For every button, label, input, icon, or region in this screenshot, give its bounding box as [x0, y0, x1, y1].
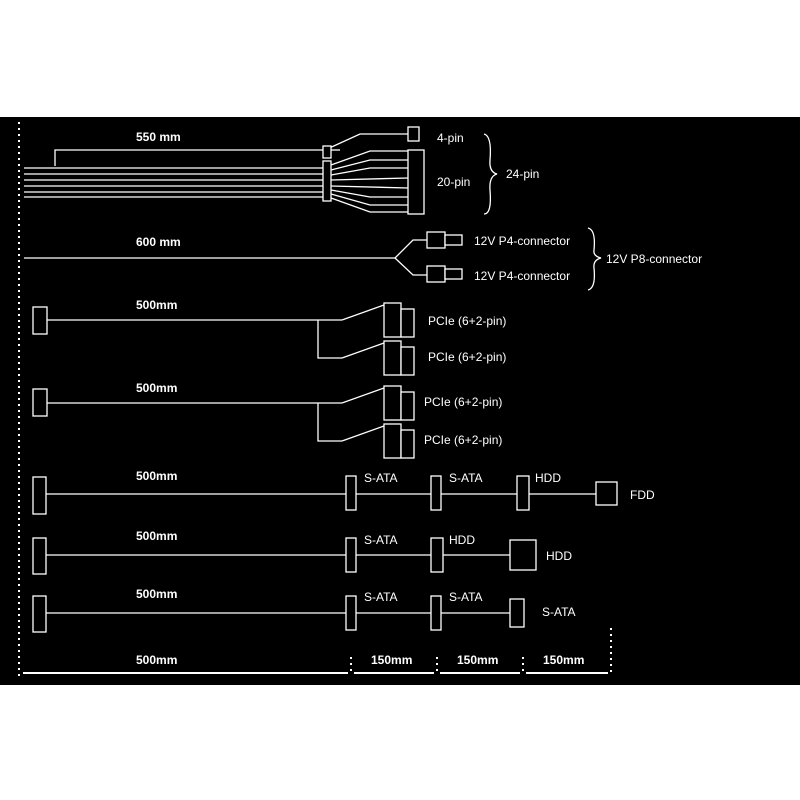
pcie2-length: 500mm [136, 381, 177, 395]
peripheral-cable-3: S-ATA S-ATA S-ATA 500mm [32, 587, 576, 633]
peri2-label-2: HDD [449, 533, 475, 547]
atx-length: 550 mm [136, 130, 181, 144]
scale-seg-2: 150mm [371, 653, 412, 667]
peri1-label-3: HDD [535, 471, 561, 485]
peri1-label-4: FDD [630, 488, 655, 502]
eps-p4-label-b: 12V P4-connector [474, 269, 570, 283]
pcie1-label-b: PCIe (6+2-pin) [428, 350, 506, 364]
atx-cable: 550 mm 4-pin 20-pin 24-pin [24, 126, 539, 215]
peri3-label-3: S-ATA [542, 605, 576, 619]
scale-seg-3: 150mm [457, 653, 498, 667]
eps-p4-label-a: 12V P4-connector [474, 234, 570, 248]
peri2-label-3: HDD [546, 549, 572, 563]
peripheral-cable-2: S-ATA HDD HDD 500mm [32, 529, 572, 575]
atx-4pin-label: 4-pin [437, 131, 464, 145]
peri1-label-1: S-ATA [364, 471, 398, 485]
pcie-cable-2: 500mm PCIe (6+2-pin) PCIe (6+2-pin) [32, 381, 502, 459]
scale-bar: 500mm 150mm 150mm 150mm [23, 628, 612, 674]
peri2-label-1: S-ATA [364, 533, 398, 547]
peri1-length: 500mm [136, 469, 177, 483]
eps-p8-label: 12V P8-connector [606, 252, 702, 266]
scale-seg-1: 500mm [136, 653, 177, 667]
atx-20pin-label: 20-pin [437, 175, 470, 189]
atx-24pin-label: 24-pin [506, 167, 539, 181]
peri2-length: 500mm [136, 529, 177, 543]
peripheral-cable-1: S-ATA S-ATA HDD FDD 500mm [32, 469, 655, 515]
peri3-label-1: S-ATA [364, 590, 398, 604]
peri1-label-2: S-ATA [449, 471, 483, 485]
peri3-length: 500mm [136, 587, 177, 601]
eps-cable: 600 mm 12V P4-connector 12V P4-connector… [24, 227, 702, 291]
pcie2-label-b: PCIe (6+2-pin) [424, 433, 502, 447]
pcie1-length: 500mm [136, 298, 177, 312]
pcie1-label-a: PCIe (6+2-pin) [428, 314, 506, 328]
scale-seg-4: 150mm [543, 653, 584, 667]
pcie-cable-1: 500mm PCIe (6+2-pin) PCIe (6+2-pin) [32, 298, 506, 376]
eps-length: 600 mm [136, 235, 181, 249]
pcie2-label-a: PCIe (6+2-pin) [424, 395, 502, 409]
peri3-label-2: S-ATA [449, 590, 483, 604]
